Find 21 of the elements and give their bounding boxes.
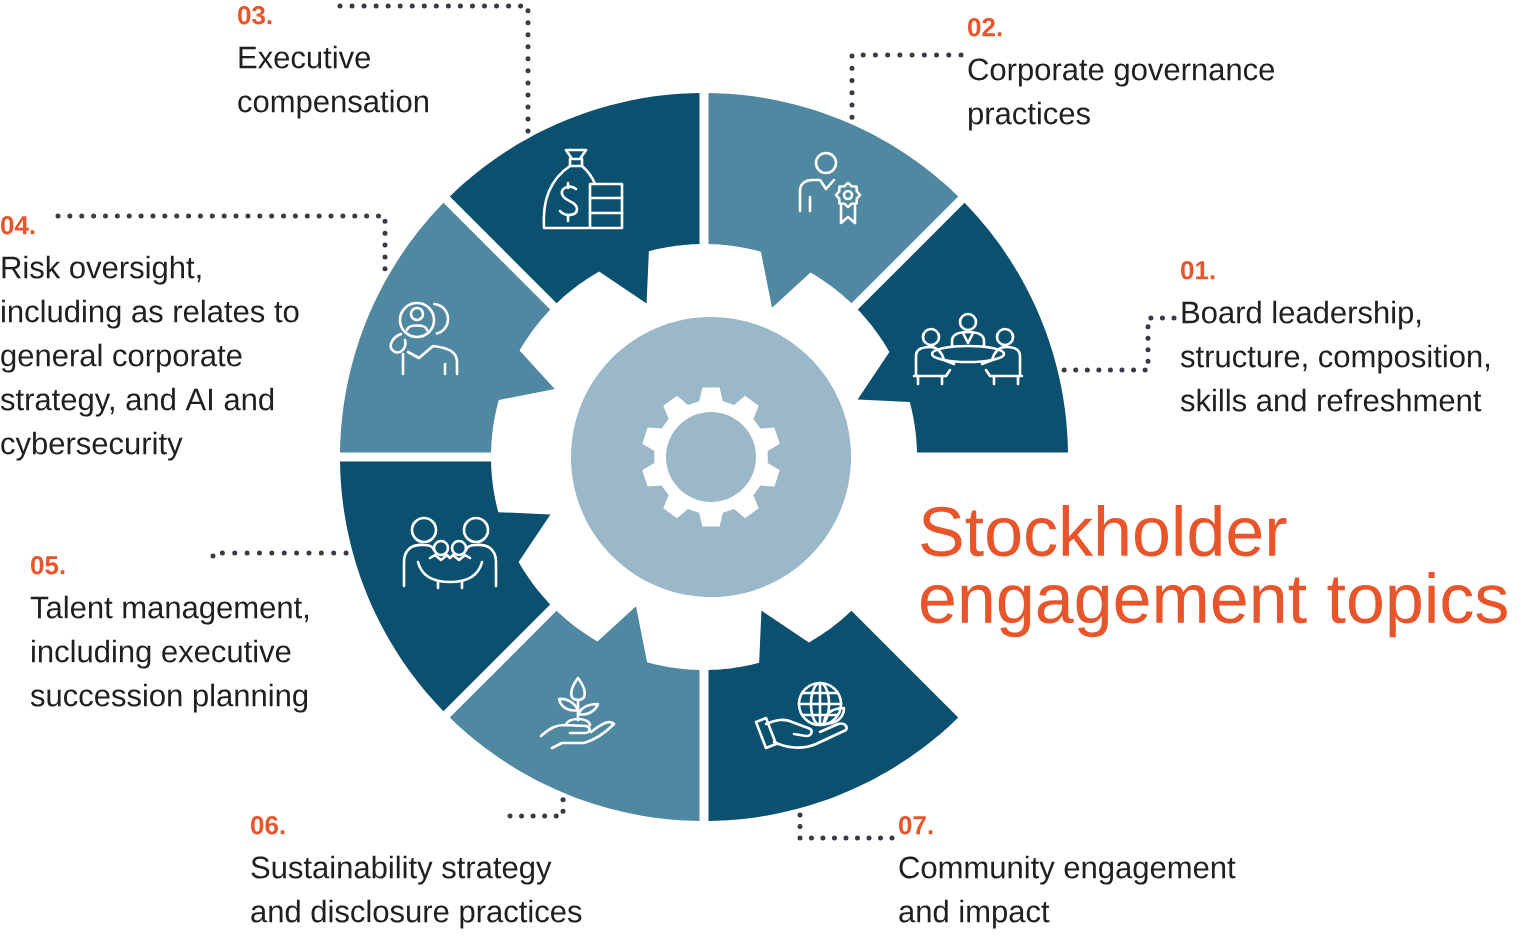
leader-line <box>337 3 531 135</box>
ring-segment <box>708 93 959 308</box>
leader-line <box>797 811 895 841</box>
leader-line <box>1061 315 1177 373</box>
topic-label: 05. Talent management, including executive succession planning <box>30 556 309 713</box>
topic-label: 02. Corporate governance practices <box>968 18 1275 131</box>
ring-segment <box>340 461 551 712</box>
title: Stockholder engagement topics <box>921 505 1507 638</box>
ring-segment <box>857 202 1068 453</box>
ring-segment <box>449 606 700 821</box>
topic-label: 03. Executive compensation <box>238 6 428 119</box>
leader-line <box>849 52 964 121</box>
topic-label: 01. Board leadership, structure, composition, skills and refreshment <box>1180 261 1490 412</box>
topic-label: 04. Risk oversight, including as relates to general corporate strategy, and AI and cybersecurity <box>0 216 299 461</box>
topic-label: 06. Sustainability strategy and disclosure practices <box>251 816 582 929</box>
leader-line <box>210 550 350 559</box>
leader-line <box>55 213 388 273</box>
ring-segment <box>449 93 700 304</box>
ring-segment <box>340 202 555 453</box>
topic-label: 07. Community engagement and impact <box>899 816 1236 929</box>
leader-line <box>507 796 566 819</box>
